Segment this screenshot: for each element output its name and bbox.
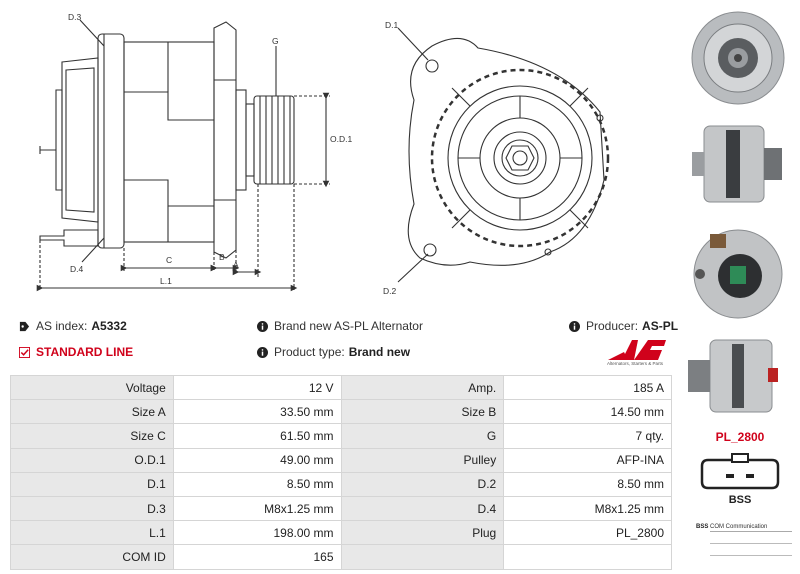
product-photos [676, 0, 800, 420]
spec-value: 14.50 mm [503, 399, 672, 425]
front-view-drawing [397, 27, 610, 283]
label-c: C [166, 255, 172, 265]
pin-description: COM Communication [710, 523, 792, 532]
spec-value: 165 [172, 544, 342, 570]
spec-value: M8x1.25 mm [172, 495, 342, 522]
brand-new-text: Brand new AS-PL Alternator [274, 319, 423, 333]
spec-value: 7 qty. [503, 423, 672, 449]
spec-value: M8x1.25 mm [503, 495, 672, 522]
spec-value: 185 A [503, 374, 672, 401]
label-d4: D.4 [70, 264, 84, 274]
label-d1: D.1 [385, 20, 399, 30]
rear-view-photo[interactable] [680, 222, 796, 326]
spec-label: Voltage [10, 374, 174, 401]
producer-label: Producer: [586, 319, 639, 333]
spec-label: L.1 [10, 520, 174, 546]
product-type-label: Product type: [274, 345, 345, 359]
spec-value: 33.50 mm [172, 399, 342, 425]
spec-value: 12 V [172, 374, 342, 401]
plug-pin-legend: BSS COM Communication [696, 522, 792, 562]
front-view-photo[interactable] [680, 4, 796, 108]
as-index-row: AS index: A5332 [18, 317, 127, 335]
plug-pin-row: BSS COM Communication [696, 522, 792, 532]
spec-value: PL_2800 [503, 520, 672, 546]
as-index-value: A5332 [91, 319, 127, 333]
standard-line-label: STANDARD LINE [36, 345, 134, 359]
spec-value: 198.00 mm [172, 520, 342, 546]
producer-row: Producer: AS-PL [568, 317, 678, 335]
product-type-value: Brand new [348, 345, 411, 359]
label-d3: D.3 [68, 12, 82, 22]
producer-value: AS-PL [642, 319, 679, 333]
side-view-photo-2[interactable] [680, 332, 796, 420]
standard-line-row: STANDARD LINE [18, 343, 133, 361]
label-b: B [219, 252, 225, 262]
as-index-label: AS index: [36, 319, 88, 333]
product-type-row: Product type: Brand new [256, 343, 410, 361]
side-view-photo[interactable] [680, 112, 796, 216]
info-icon [256, 320, 268, 332]
plug-code: BSS [728, 494, 752, 506]
spec-label: D.2 [340, 471, 505, 497]
spec-label: D.1 [10, 471, 174, 497]
spec-value [503, 544, 672, 570]
side-view-drawing [36, 19, 330, 292]
info-icon [568, 320, 580, 332]
label-l1: L.1 [160, 276, 172, 286]
tag-icon [18, 320, 30, 332]
spec-label: Amp. [340, 374, 505, 401]
checkbox-icon [18, 346, 30, 358]
spec-label [340, 544, 505, 570]
label-d2: D.2 [383, 286, 397, 296]
spec-label: O.D.1 [10, 447, 174, 473]
brand-new-row: Brand new AS-PL Alternator [256, 317, 423, 335]
label-g: G [272, 36, 279, 46]
plug-name: PL_2800 [715, 430, 765, 444]
spec-label: Size A [10, 399, 174, 425]
spec-label: D.4 [340, 495, 505, 522]
info-icon [256, 346, 268, 358]
as-logo [608, 340, 666, 360]
spec-value: 61.50 mm [172, 423, 342, 449]
logo-tagline: Alternators, Starters & Parts [606, 361, 664, 366]
spec-label: Size C [10, 423, 174, 449]
spec-value: 8.50 mm [503, 471, 672, 497]
spec-label: Pulley [340, 447, 505, 473]
spec-value: 8.50 mm [172, 471, 342, 497]
plug-pin-row-empty [696, 546, 792, 556]
spec-label: D.3 [10, 495, 174, 522]
plug-connector-icon [700, 453, 780, 490]
spec-value: AFP-INA [503, 447, 672, 473]
pin-name: BSS [696, 524, 709, 530]
plug-pin-row-empty [696, 534, 792, 544]
spec-label: Size B [340, 399, 505, 425]
technical-drawing: D.3 G O.D.1 D.4 C B A L.1 D.1 D.2 [36, 12, 610, 296]
spec-label: COM ID [10, 544, 174, 570]
label-od1: O.D.1 [330, 134, 352, 144]
spec-label: Plug [340, 520, 505, 546]
spec-value: 49.00 mm [172, 447, 342, 473]
spec-label: G [340, 423, 505, 449]
label-a: A [233, 260, 239, 270]
